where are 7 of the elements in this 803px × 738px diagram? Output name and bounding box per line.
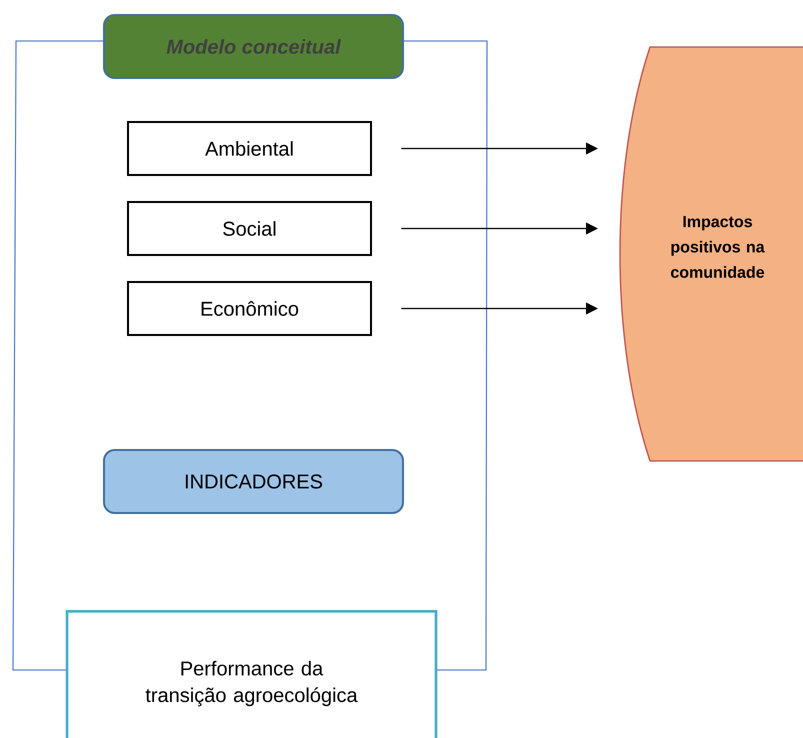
- outcome-box: Performance da transição agroecológica: [66, 610, 438, 738]
- indicator-box: INDICADORES: [103, 449, 404, 514]
- category-box: Social: [127, 201, 372, 256]
- category-box: Ambiental: [127, 121, 372, 176]
- category-box: Econômico: [127, 281, 372, 336]
- title-box: Modelo conceitual: [103, 14, 404, 79]
- impact-barrel: Impactos positivos na comunidade: [619, 46, 803, 462]
